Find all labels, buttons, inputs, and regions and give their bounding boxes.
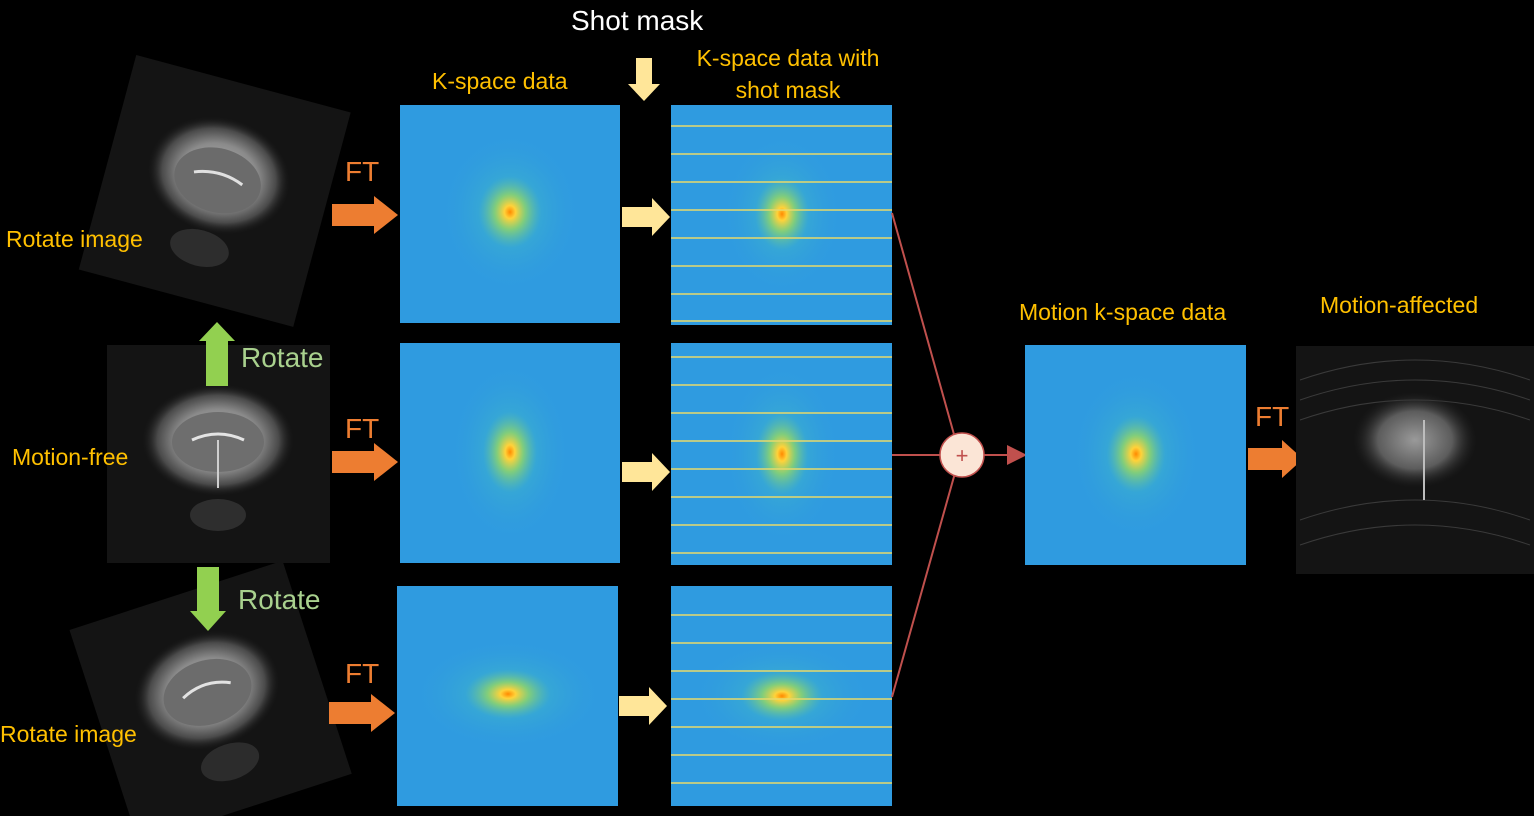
kspace-panel-top: [400, 105, 620, 323]
kspace-panel-middle: [400, 343, 620, 563]
motion-kspace-label: Motion k-space data: [1019, 299, 1227, 325]
sum-symbol: +: [956, 443, 969, 468]
rotate-up-label: Rotate: [241, 342, 324, 373]
masked-kspace-panel-middle: [671, 343, 892, 565]
ft-label-output: FT: [1255, 401, 1290, 432]
row-label-rotate-bottom: Rotate image: [0, 721, 137, 747]
kspace-panel-bottom: [397, 586, 618, 806]
rotated-brain-image-bottom: [69, 560, 352, 816]
ft-arrow-bottom: [329, 694, 395, 732]
row-label-rotate-top: Rotate image: [6, 226, 143, 252]
mask-arrow-bottom: [619, 687, 667, 725]
rotate-up-arrow: [199, 322, 235, 386]
rotate-down-arrow: [190, 567, 226, 631]
motion-affected-brain-image: [1296, 346, 1534, 574]
ft-label-top: FT: [345, 156, 380, 187]
motion-affected-label: Motion-affected: [1320, 292, 1479, 318]
motion-kspace-panel: [1025, 345, 1246, 565]
ft-label-middle: FT: [345, 413, 380, 444]
masked-kspace-panel-bottom: [671, 586, 892, 806]
masked-kspace-panel-top: [671, 105, 892, 325]
masked-kspace-column-label-line1: K-space data with: [696, 45, 880, 71]
row-label-motion-free: Motion-free: [12, 444, 129, 470]
rotated-brain-image-top: [78, 55, 351, 327]
masked-kspace-column-label-line2: shot mask: [735, 77, 841, 103]
shot-mask-label: Shot mask: [571, 5, 704, 36]
sum-connectors: [891, 212, 1027, 698]
ft-arrow-output: [1248, 440, 1303, 478]
mask-arrow-top: [622, 198, 670, 236]
ft-label-bottom: FT: [345, 658, 380, 689]
rotate-down-label: Rotate: [238, 584, 321, 615]
kspace-column-label: K-space data: [432, 68, 568, 94]
ft-arrow-middle: [332, 443, 398, 481]
shot-mask-down-arrow: [628, 58, 660, 101]
mask-arrow-middle: [622, 453, 670, 491]
ft-arrow-top: [332, 196, 398, 234]
sum-node: [939, 432, 985, 478]
